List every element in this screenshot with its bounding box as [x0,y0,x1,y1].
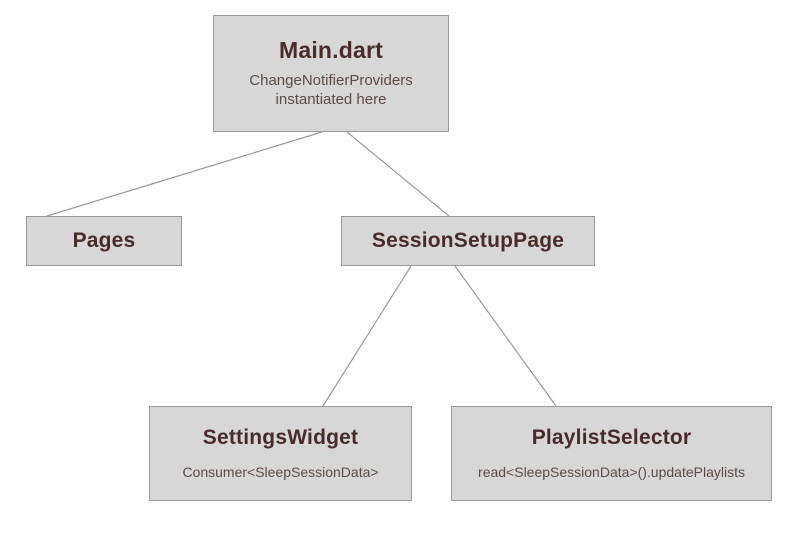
node-title: PlaylistSelector [531,425,692,449]
node-subtitle: Consumer<SleepSessionData> [182,463,379,480]
node-title: Pages [72,228,136,252]
node-session-setup-page[interactable]: SessionSetupPage [341,216,595,266]
node-settings-widget[interactable]: SettingsWidget Consumer<SleepSessionData… [149,406,412,501]
node-main-dart[interactable]: Main.dart ChangeNotifierProviders instan… [213,15,449,132]
edge-main-to-pages [46,131,323,217]
edge-main-to-session [346,131,450,217]
node-pages[interactable]: Pages [26,216,182,266]
node-title: Main.dart [278,37,384,64]
node-title: SettingsWidget [202,425,359,449]
node-subtitle: ChangeNotifierProviders instantiated her… [249,71,413,109]
node-subtitle: read<SleepSessionData>().updatePlaylists [478,463,745,480]
node-playlist-selector[interactable]: PlaylistSelector read<SleepSessionData>(… [451,406,772,501]
edge-session-to-settings [322,265,412,407]
edge-session-to-playlist [454,265,557,407]
node-title: SessionSetupPage [371,228,565,252]
